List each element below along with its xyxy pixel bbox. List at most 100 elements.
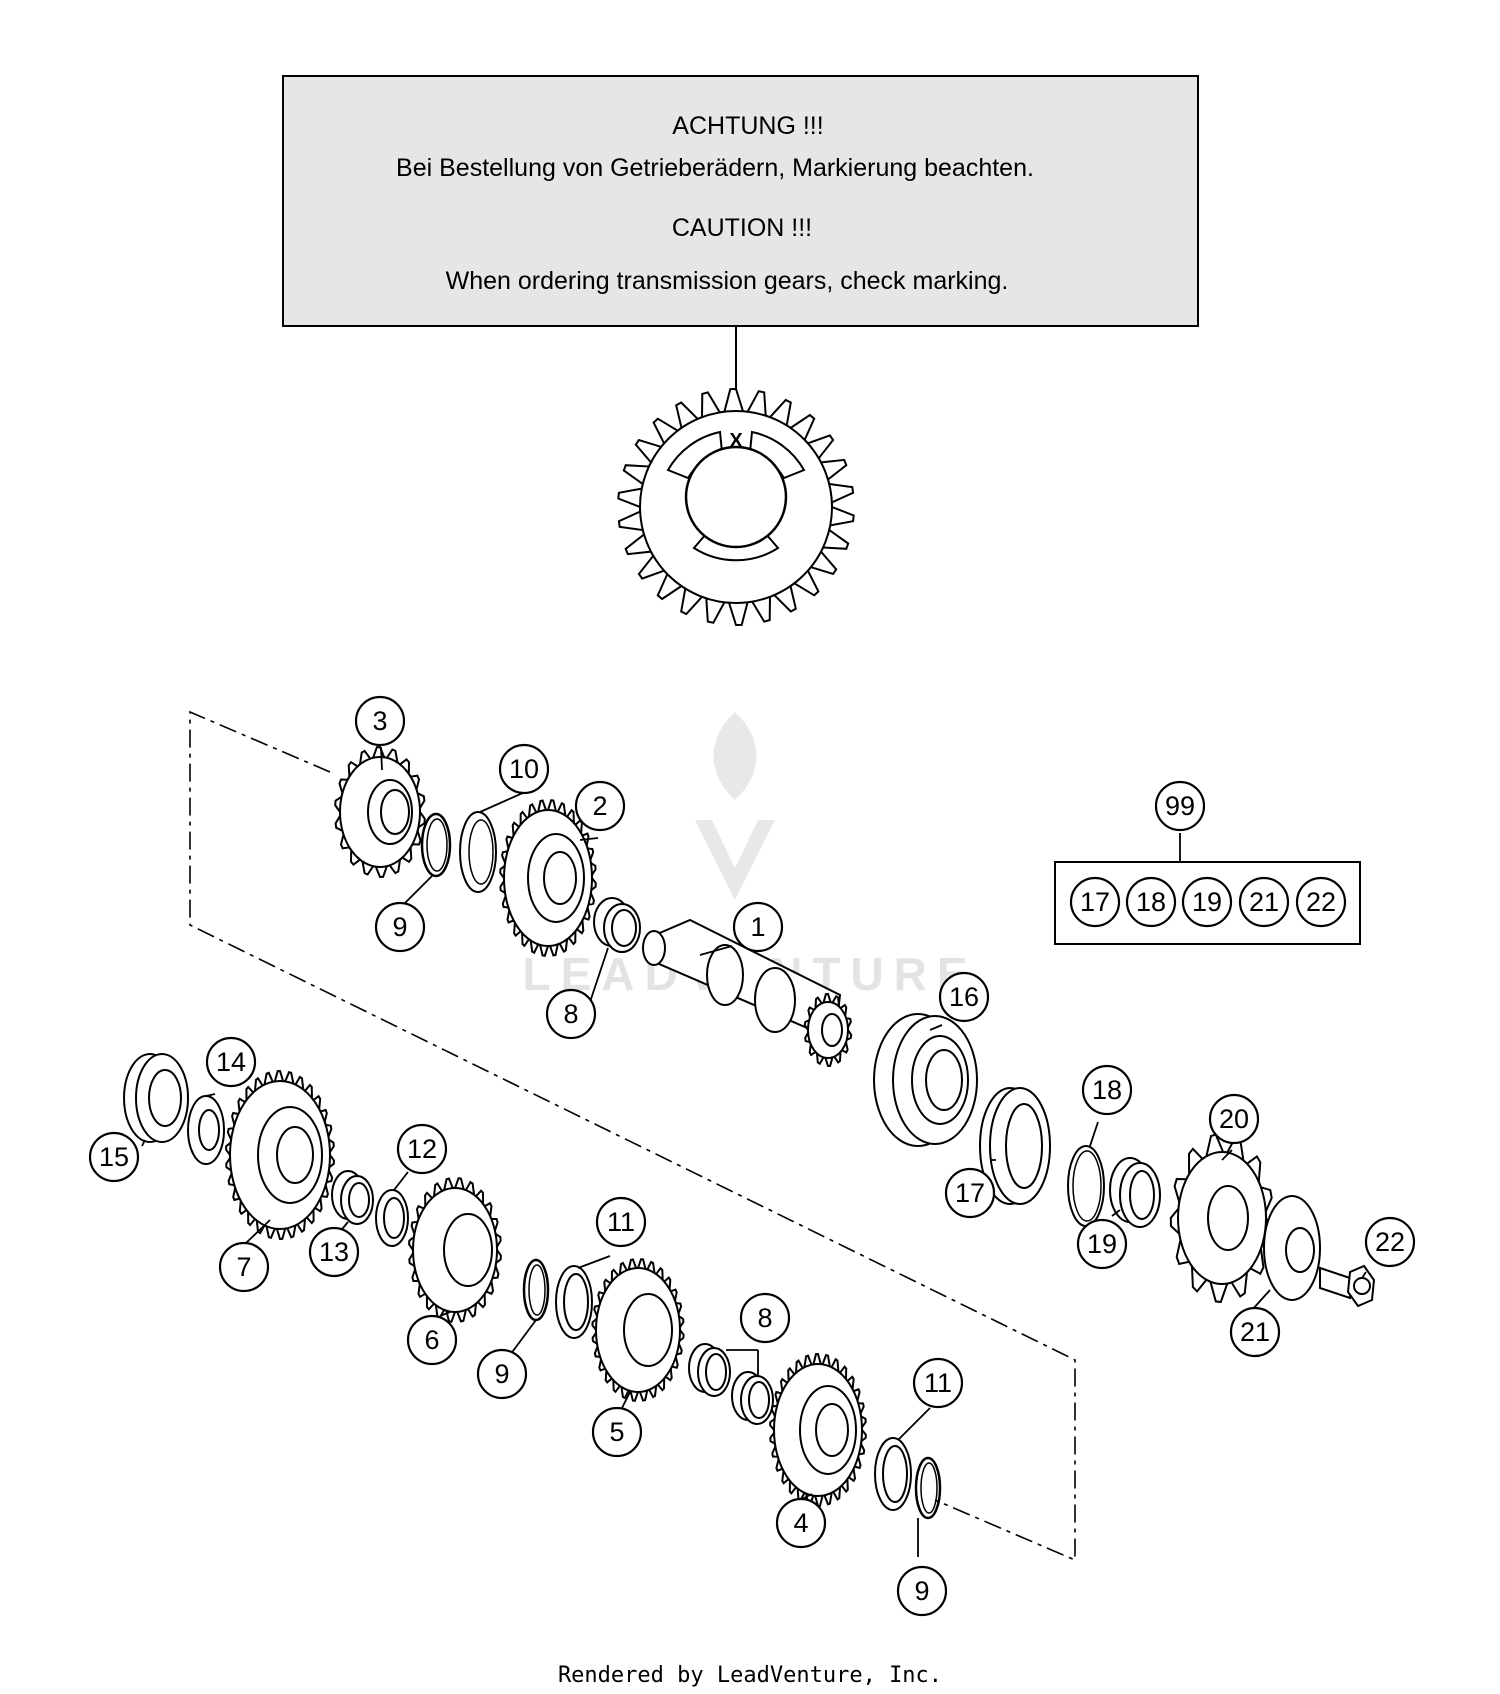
callout-7: 7	[218, 1241, 270, 1293]
svg-text:1: 1	[750, 912, 765, 942]
callout-9-middle: 9	[476, 1348, 528, 1400]
svg-text:14: 14	[216, 1047, 246, 1077]
callout-17: 17	[944, 1167, 996, 1219]
callout-11-lower: 11	[912, 1357, 964, 1409]
part-21-washer	[1263, 1195, 1321, 1301]
svg-text:18: 18	[1136, 887, 1166, 917]
part-8-needle-bearing-upper	[593, 897, 641, 953]
part-11-washer-lower	[874, 1437, 912, 1511]
part-18-o-ring	[1067, 1145, 1105, 1227]
svg-text:18: 18	[1092, 1075, 1122, 1105]
assembly-outline	[189, 710, 1076, 1562]
svg-text:12: 12	[407, 1134, 437, 1164]
part-17-shaft-seal	[979, 1087, 1051, 1205]
callout-8-upper: 8	[545, 988, 597, 1040]
kit-item-17: 17	[1069, 876, 1121, 928]
callout-2: 2	[574, 780, 626, 832]
callout-11-upper: 11	[595, 1196, 647, 1248]
svg-text:9: 9	[392, 912, 407, 942]
svg-text:22: 22	[1375, 1227, 1405, 1257]
part-9-circlip-lower	[522, 1258, 550, 1322]
kit-item-22: 22	[1295, 876, 1347, 928]
leader-lines	[141, 746, 1367, 1557]
part-8-needle-bearings-lower	[688, 1343, 774, 1425]
part-20-sprocket	[1169, 1133, 1274, 1304]
part-16-ball-bearing	[873, 1013, 978, 1147]
svg-text:13: 13	[319, 1237, 349, 1267]
svg-text:15: 15	[99, 1142, 129, 1172]
part-2-gear	[499, 799, 597, 957]
callout-9-upper: 9	[374, 901, 426, 953]
callout-12: 12	[396, 1123, 448, 1175]
callout-19: 19	[1076, 1218, 1128, 1270]
marking-letter: X	[729, 430, 743, 452]
part-1-main-shaft	[642, 918, 853, 1068]
part-10-washer	[459, 811, 497, 893]
notice-box: ACHTUNG !!! Bei Bestellung von Getrieber…	[282, 75, 1199, 327]
svg-text:7: 7	[236, 1252, 251, 1282]
callout-16: 16	[938, 971, 990, 1023]
callout-13: 13	[308, 1226, 360, 1278]
notice-body-en: When ordering transmission gears, check …	[446, 267, 1009, 295]
part-9-circlip-end	[914, 1456, 942, 1520]
svg-text:11: 11	[924, 1368, 952, 1398]
svg-text:22: 22	[1306, 887, 1336, 917]
callout-14: 14	[205, 1036, 257, 1088]
svg-text:99: 99	[1165, 791, 1195, 821]
callout-21: 21	[1229, 1306, 1281, 1358]
svg-text:17: 17	[955, 1178, 985, 1208]
part-22-bolt	[1319, 1264, 1376, 1308]
part-12-washer	[375, 1189, 409, 1247]
callout-22: 22	[1364, 1216, 1416, 1268]
notice-body-de: Bei Bestellung von Getrieberädern, Marki…	[396, 154, 1034, 182]
marked-gear-illustration: X	[617, 387, 855, 627]
svg-text:19: 19	[1087, 1229, 1117, 1259]
svg-text:3: 3	[372, 706, 387, 736]
svg-text:2: 2	[592, 791, 607, 821]
callout-5: 5	[591, 1406, 643, 1458]
part-14-washer	[187, 1095, 225, 1165]
svg-text:19: 19	[1192, 887, 1222, 917]
svg-text:9: 9	[914, 1576, 929, 1606]
callout-6: 6	[406, 1314, 458, 1366]
callouts: 1 2 3 4 5 6 7 8 8 9 9 9 10 11 11 12 13 1…	[88, 695, 1416, 1617]
callout-18: 18	[1081, 1064, 1133, 1116]
svg-text:8: 8	[757, 1303, 772, 1333]
notice-heading-en: CAUTION !!!	[672, 214, 812, 242]
part-9-circlip	[420, 812, 452, 878]
part-13-bushing	[331, 1170, 374, 1225]
svg-text:11: 11	[607, 1207, 635, 1237]
callout-1: 1	[732, 901, 784, 953]
svg-text:21: 21	[1240, 1317, 1270, 1347]
notice-heading-de: ACHTUNG !!!	[672, 112, 823, 140]
callout-4: 4	[775, 1497, 827, 1549]
kit-item-19: 19	[1181, 876, 1233, 928]
svg-text:20: 20	[1219, 1104, 1249, 1134]
svg-text:5: 5	[609, 1417, 624, 1447]
part-4-gear	[769, 1352, 867, 1508]
callout-8-lower: 8	[739, 1292, 791, 1344]
part-11-washer	[555, 1265, 593, 1339]
callout-99: 99	[1154, 780, 1206, 832]
kit-item-21: 21	[1238, 876, 1290, 928]
footer-credit: Rendered by LeadVenture, Inc.	[558, 1663, 942, 1688]
callout-9-lower: 9	[896, 1565, 948, 1617]
svg-text:16: 16	[949, 982, 979, 1012]
part-5-gear	[591, 1258, 685, 1402]
part-6-gear	[408, 1177, 502, 1323]
svg-text:17: 17	[1080, 887, 1110, 917]
svg-text:8: 8	[563, 999, 578, 1029]
callout-3: 3	[354, 695, 406, 747]
callout-15: 15	[88, 1131, 140, 1183]
svg-text:21: 21	[1249, 887, 1279, 917]
part-7-gear	[225, 1069, 335, 1241]
part-15-bearing	[123, 1053, 189, 1143]
kit-item-18: 18	[1125, 876, 1177, 928]
part-3-gear	[334, 745, 426, 879]
svg-text:4: 4	[793, 1508, 808, 1538]
svg-text:6: 6	[424, 1325, 439, 1355]
part-19-bushing	[1109, 1157, 1161, 1228]
callout-10: 10	[498, 743, 550, 795]
callout-20: 20	[1208, 1093, 1260, 1145]
